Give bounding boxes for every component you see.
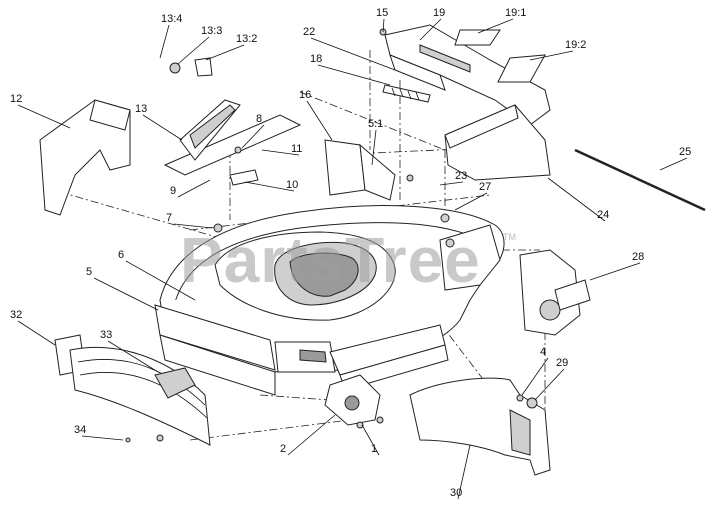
callout-label: 25 (679, 146, 691, 158)
callout-leader (244, 181, 295, 192)
callout-label: 24 (597, 209, 609, 221)
callout-leader (310, 37, 396, 71)
callout-leader (477, 18, 514, 34)
callout-leader (17, 320, 56, 346)
callout-leader (659, 157, 688, 171)
callout-label: 16 (299, 89, 311, 101)
callout-label: 13 (135, 103, 147, 115)
callout-label: 34 (74, 424, 86, 436)
callout-label: 19:2 (565, 39, 586, 51)
rear-bracket (324, 139, 396, 201)
callout-leader (419, 18, 442, 41)
callout-label: 5:1 (368, 118, 383, 130)
callout-label: 18 (310, 53, 322, 65)
spring-part (382, 84, 431, 103)
callout-leader (159, 24, 170, 59)
callout-leader (589, 262, 641, 281)
callout-label: 6 (118, 249, 124, 261)
callout-label: 10 (286, 179, 298, 191)
callout-leader (306, 100, 333, 141)
front-bumper (54, 334, 211, 446)
callout-leader (529, 50, 574, 61)
callout-label: 9 (170, 185, 176, 197)
callout-label: 33 (100, 329, 112, 341)
callout-leader (142, 114, 183, 141)
callout-label: 23 (455, 170, 467, 182)
callout-leaders (17, 18, 688, 500)
callout-label: 15 (376, 7, 388, 19)
callout-label: 11 (291, 143, 302, 155)
callout-leader (457, 444, 471, 500)
callout-label: 19 (433, 7, 445, 19)
callout-label: 32 (10, 309, 22, 321)
callout-leader (439, 181, 464, 186)
callout-leader (547, 177, 606, 222)
callout-label: 29 (556, 357, 568, 369)
callout-leader (107, 340, 159, 373)
callout-leader (81, 435, 124, 441)
hardware-fasteners (125, 28, 538, 443)
callout-label: 4 (540, 346, 546, 358)
watermark-text: PartsTree (180, 224, 481, 296)
callout-label: 13:4 (161, 13, 182, 25)
callout-leader (177, 36, 210, 65)
watermark-tm: TM (503, 232, 516, 242)
callout-leader (93, 277, 159, 311)
callout-label: 2 (280, 443, 286, 455)
callout-label: 12 (10, 93, 22, 105)
side-shroud (409, 377, 551, 476)
mower-deck (154, 205, 505, 396)
callout-leader (17, 104, 71, 129)
callout-label: 13:2 (236, 33, 257, 45)
discharge-chute (444, 104, 551, 181)
callout-label: 28 (632, 251, 644, 263)
callout-label: 8 (256, 113, 262, 125)
callout-label: 22 (303, 26, 315, 38)
callout-leader (454, 192, 488, 211)
callout-label: 13:3 (201, 25, 222, 37)
callout-label: 5 (86, 266, 92, 278)
callout-leader (241, 124, 265, 149)
rear-rod (574, 148, 706, 212)
callout-leader (317, 64, 391, 86)
callout-label: 30 (450, 487, 462, 499)
left-side-cover (39, 99, 131, 216)
callout-leader (534, 368, 565, 401)
wheel-bracket (519, 249, 591, 336)
callout-leader (361, 424, 380, 456)
callout-leader (287, 414, 336, 456)
callout-leader (177, 179, 211, 198)
callout-label: 1 (371, 443, 377, 455)
callout-leader (205, 44, 245, 61)
callout-label: 19:1 (505, 7, 526, 19)
callout-label: 27 (479, 181, 491, 193)
rear-plate (324, 374, 381, 426)
rear-door-assembly (384, 24, 551, 126)
callout-label: 7 (166, 212, 172, 224)
callout-leader (521, 357, 549, 396)
callout-leader (371, 129, 377, 166)
callout-leader (261, 149, 300, 156)
callout-leader (382, 18, 385, 33)
callout-leader (173, 223, 213, 229)
callout-leader (125, 260, 196, 301)
handle-bracket-assembly (163, 57, 302, 186)
